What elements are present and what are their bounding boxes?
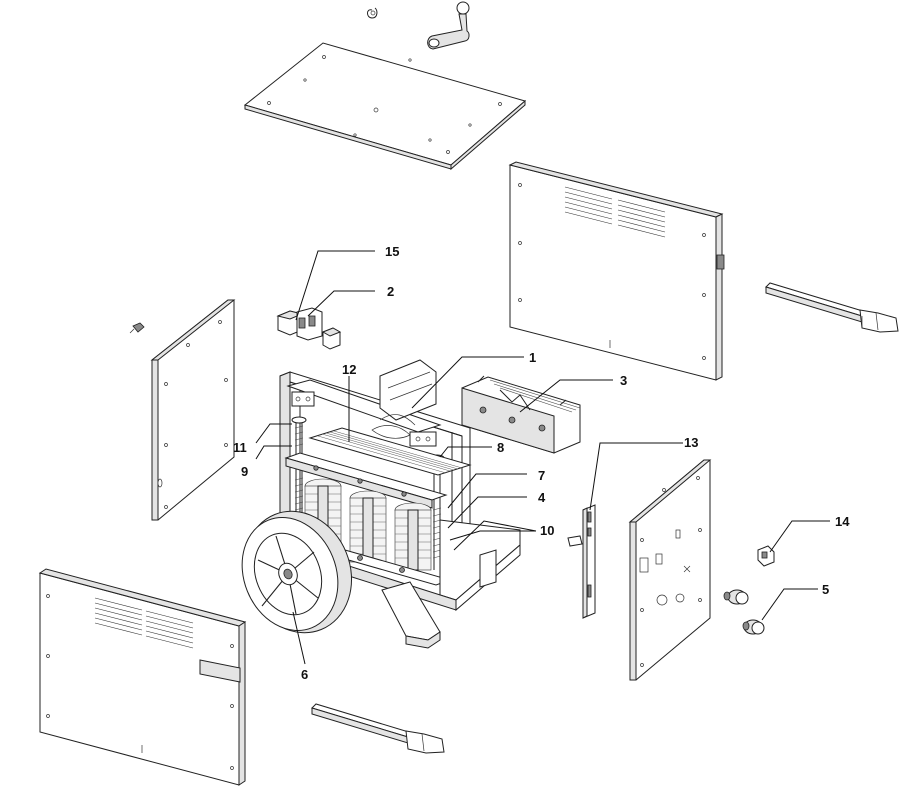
callout-7: 7 xyxy=(538,468,545,483)
callout-11: 11 xyxy=(233,440,247,455)
wheel-part xyxy=(241,510,353,634)
callout-8: 8 xyxy=(497,440,504,455)
screw-part xyxy=(129,322,145,334)
fan-part xyxy=(371,359,437,439)
callout-6: 6 xyxy=(301,667,308,682)
callout-15: 15 xyxy=(385,244,399,259)
callout-4: 4 xyxy=(538,490,546,505)
thermostat-strip xyxy=(567,504,596,619)
callout-2: 2 xyxy=(387,284,394,299)
leader-lines xyxy=(255,250,830,665)
front-left-panel xyxy=(38,568,247,786)
fuse-holder-part xyxy=(757,545,775,567)
callout-13: 13 xyxy=(684,435,698,450)
crank-handle-part xyxy=(427,1,470,50)
callout-3: 3 xyxy=(620,373,627,388)
callout-12: 12 xyxy=(342,362,356,377)
lamination-stack xyxy=(284,427,472,509)
top-cover-plate xyxy=(243,42,527,171)
callout-labels: 15 2 1 3 12 8 11 9 7 4 10 13 14 5 6 xyxy=(233,244,850,682)
front-control-panel xyxy=(628,459,712,681)
lifting-eye-part xyxy=(367,7,378,19)
callout-10: 10 xyxy=(540,523,554,538)
callout-1: 1 xyxy=(529,350,536,365)
right-rear-panel xyxy=(508,161,725,381)
switch-assembly xyxy=(276,307,342,350)
rectifier-part xyxy=(461,375,581,454)
axle-rod-right xyxy=(765,282,899,333)
callout-9: 9 xyxy=(241,464,248,479)
cable-gland-part xyxy=(723,589,765,635)
left-side-panel xyxy=(150,299,236,521)
axle-rod-bottom xyxy=(311,703,445,754)
callout-5: 5 xyxy=(822,582,829,597)
callout-14: 14 xyxy=(835,514,850,529)
